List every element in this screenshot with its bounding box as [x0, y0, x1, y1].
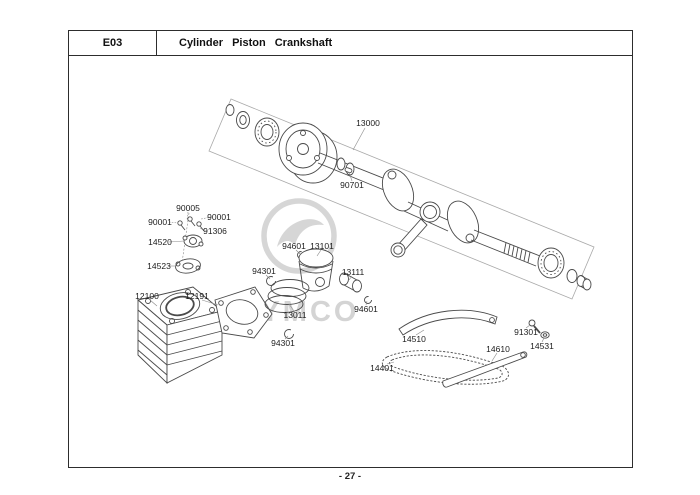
part-label-94301-a: 94301: [252, 266, 276, 276]
part-label-12100: 12100: [135, 291, 159, 301]
part-label-91301: 91301: [514, 327, 538, 337]
part-label-90701: 90701: [340, 180, 364, 190]
part-label-94601-b: 94601: [354, 304, 378, 314]
exploded-view-outline: [208, 98, 595, 300]
part-label-14531: 14531: [530, 341, 554, 351]
cam-chain-group: [381, 309, 550, 388]
part-label-91306: 91306: [203, 226, 227, 236]
part-label-13000: 13000: [356, 118, 380, 128]
part-label-90005: 90005: [176, 203, 200, 213]
part-label-13101: 13101: [310, 241, 334, 251]
part-label-90001-left: 90001: [148, 217, 172, 227]
leader-lines: [149, 127, 545, 365]
part-label-14520: 14520: [148, 237, 172, 247]
part-label-94301-b: 94301: [271, 338, 295, 348]
cylinder-gasket: [214, 286, 273, 339]
cylinder-block: [137, 286, 223, 385]
part-label-90001-right: 90001: [207, 212, 231, 222]
small-gasket: [175, 258, 201, 274]
page-header: E03 Cylinder Piston Crankshaft: [68, 30, 633, 56]
part-label-14610: 14610: [486, 344, 510, 354]
page-title: Cylinder Piston Crankshaft: [179, 37, 333, 49]
part-label-14523: 14523: [147, 261, 171, 271]
part-label-14401: 14401: [370, 363, 394, 373]
part-label-12191: 12191: [185, 291, 209, 301]
piston-group: [264, 248, 372, 339]
part-label-13111: 13111: [341, 267, 365, 277]
section-code: E03: [69, 31, 157, 55]
tensioner-lifter: [182, 234, 204, 248]
part-label-13011: 13011: [283, 310, 307, 320]
crankshaft-assembly: [225, 104, 592, 291]
part-label-14510: 14510: [402, 334, 426, 344]
part-label-94601-a: 94601: [282, 241, 306, 251]
page-number: - 27 -: [338, 471, 362, 482]
